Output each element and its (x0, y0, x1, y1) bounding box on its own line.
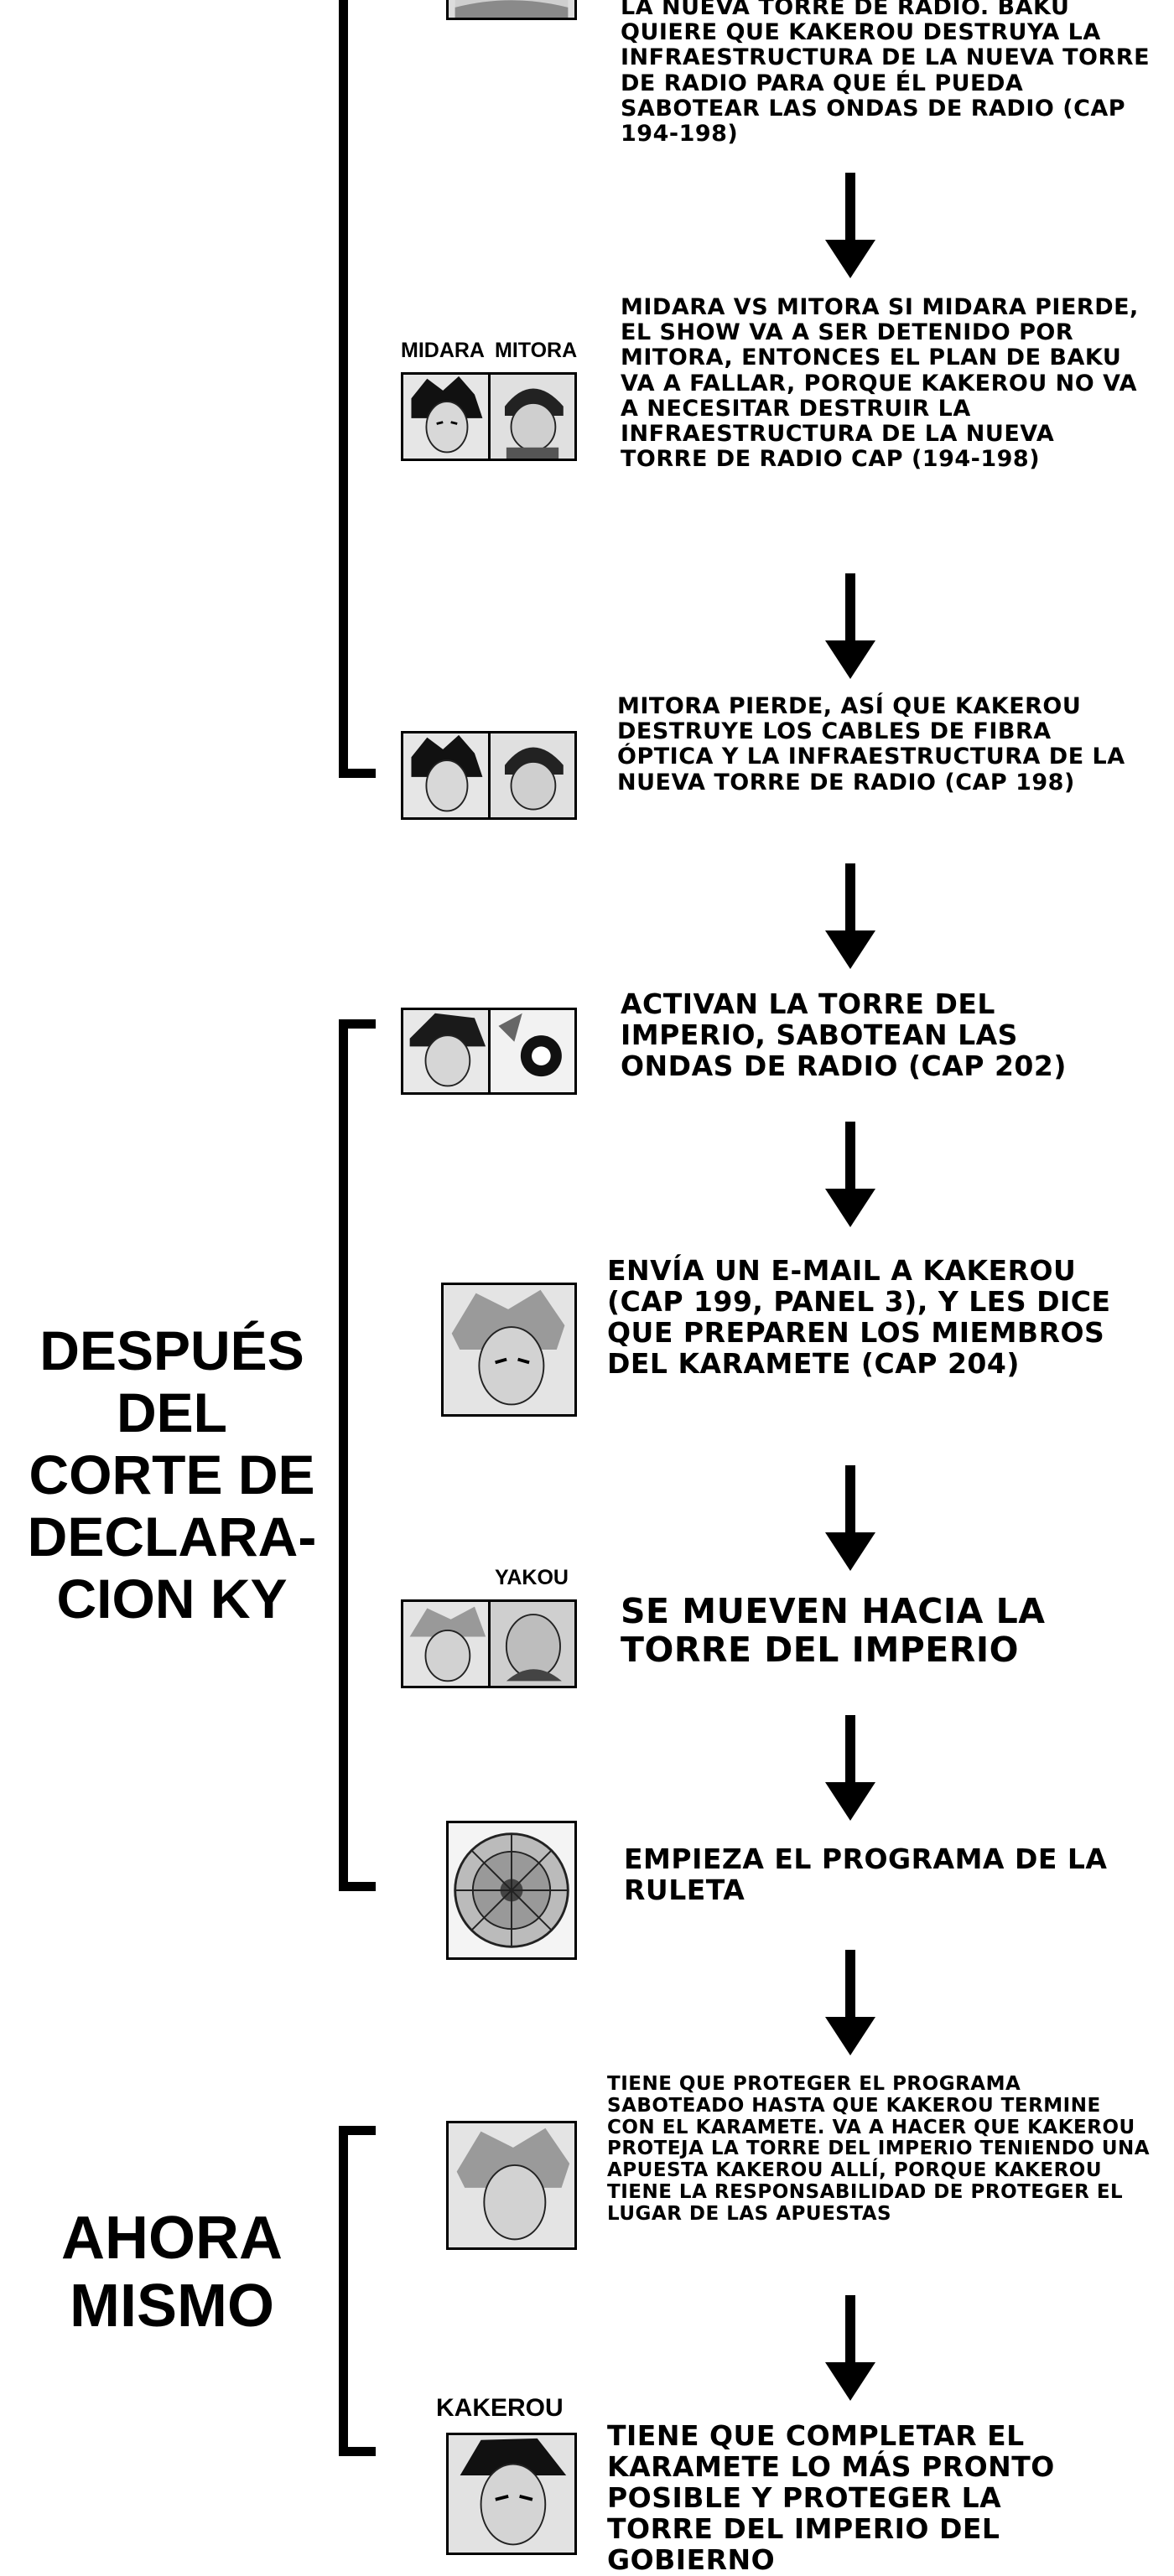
character-label-mitora: MITORA (495, 339, 578, 362)
character-label-midara: MIDARA (401, 339, 485, 362)
node-envia-email: ENVÍA UN E-MAIL A KAKEROU (CAP 199, PANE… (607, 1254, 1111, 1380)
arrow-down (825, 863, 875, 969)
node-ruleta: EMPIEZA EL PROGRAMA DE LA RULETA (624, 1843, 1108, 1906)
arrow-down (825, 573, 875, 679)
node-completar-karamete: TIENE QUE COMPLETAR EL KARAMETE LO MÁS P… (607, 2419, 1055, 2576)
node-nueva-torre: LA NUEVA TORRE DE RADIO. BAKU QUIERE QUE… (621, 0, 1151, 148)
portrait-character-c (441, 1283, 577, 1417)
character-label-kakerou: KAKEROU (436, 2394, 564, 2422)
section-label-ahora: AHORA MISMO (61, 2205, 283, 2340)
arrow-down (825, 1122, 875, 1227)
portrait-character-c-3 (446, 2121, 577, 2250)
node-proteger-programa: TIENE QUE PROTEGER EL PROGRAMA SABOTEADO… (607, 2073, 1151, 2225)
roulette-wheel-icon (446, 1821, 577, 1960)
node-se-mueven: SE MUEVEN HACIA LA TORRE DEL IMPERIO (621, 1591, 1046, 1670)
node-activan-torre: ACTIVAN LA TORRE DEL IMPERIO, SABOTEAN L… (621, 987, 1067, 1082)
section-label-despues: DESPUÉS DEL CORTE DE DECLARA-CION KY (27, 1319, 317, 1630)
bracket-antes (339, 0, 376, 778)
portrait-kakerou (446, 2433, 577, 2555)
arrow-down (825, 1950, 875, 2055)
portrait-mitora (488, 372, 577, 461)
arrow-down (825, 1715, 875, 1821)
bracket-despues (339, 1019, 376, 1891)
arrow-down (825, 173, 875, 278)
arrow-down (825, 1465, 875, 1571)
portrait-character-c-2 (401, 1599, 491, 1688)
portrait-character-b (488, 1008, 577, 1095)
character-label-yakou: YAKOU (495, 1566, 569, 1589)
portrait-top-cropped (446, 0, 577, 20)
portrait-midara-2 (401, 731, 491, 820)
portrait-midara (401, 372, 491, 461)
portrait-character-a (401, 1008, 491, 1095)
arrow-down (825, 2295, 875, 2401)
node-mitora-pierde: MITORA PIERDE, ASÍ QUE KAKEROU DESTRUYE … (617, 693, 1125, 796)
bracket-ahora (339, 2126, 376, 2456)
portrait-mitora-2 (488, 731, 577, 820)
node-midara-vs-mitora: MIDARA VS MITORA SI MIDARA PIERDE, EL SH… (621, 294, 1139, 473)
portrait-yakou (488, 1599, 577, 1688)
